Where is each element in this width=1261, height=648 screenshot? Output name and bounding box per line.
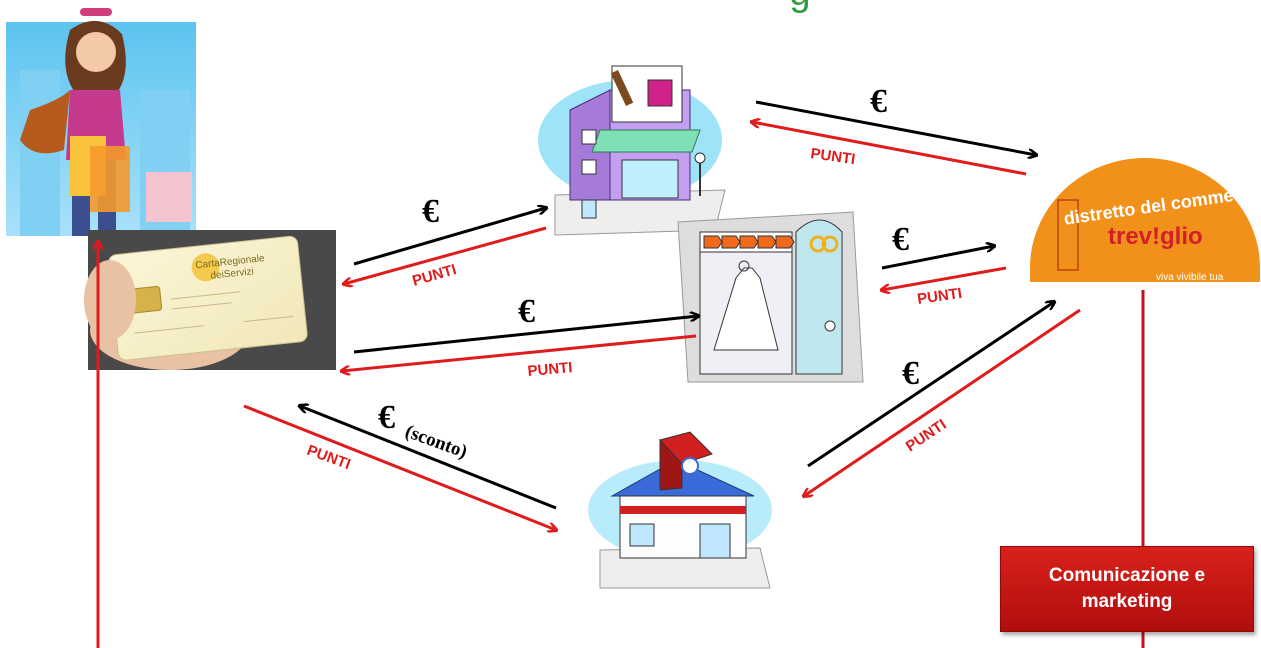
label-shop3-discount: (sconto) [402, 421, 470, 463]
arrow-shop1-to-card-punti [344, 226, 547, 284]
district-logo: distretto del commercio trev!glio viva v… [1030, 158, 1261, 283]
title-fragment: g [740, 0, 860, 12]
card-line2: deiServizi [210, 266, 254, 281]
label-district-shop1-euro: € [870, 83, 887, 120]
bridal-shop-illustration [677, 211, 864, 383]
arrow-district-to-shop3-punti [804, 308, 1081, 496]
book-shop-illustration [588, 431, 772, 589]
card-photo: CartaRegionale deiServizi [84, 230, 336, 370]
arrow-shop2-to-district-euro [881, 246, 994, 270]
arrow-shop3-to-card-euro [300, 406, 557, 510]
label-shop1-punti: PUNTI [410, 261, 458, 290]
marketing-box: Comunicazione e marketing [1000, 546, 1254, 632]
arrow-card-to-shop1-euro [353, 208, 546, 266]
label-district-shop1-punti: PUNTI [809, 145, 856, 168]
arrow-shop3-to-district-euro [807, 302, 1054, 468]
label-shop2-punti: PUNTI [527, 359, 573, 380]
label-district-shop2-euro: € [892, 221, 909, 258]
arrow-district-to-shop2-punti [882, 266, 1007, 290]
label-district-shop3-punti: PUNTI [903, 416, 950, 455]
label-shop3-euro: € [378, 399, 395, 436]
arrow-district-to-shop1-punti [752, 122, 1027, 176]
arrow-card-to-shop2-euro [353, 316, 698, 354]
arrow-card-to-shop3-punti [243, 404, 556, 530]
label-district-shop3-euro: € [902, 355, 919, 392]
district-logo-tagline: viva vivibile tua [1156, 272, 1224, 283]
arrow-shop1-to-district-euro [755, 100, 1036, 155]
shopper-illustration [6, 8, 196, 236]
paint-shop-illustration [538, 65, 726, 236]
label-shop2-euro: € [518, 293, 535, 330]
district-logo-brand: trev!glio [1108, 223, 1203, 250]
label-district-shop2-punti: PUNTI [916, 285, 963, 308]
arrow-shop2-to-card-punti [342, 334, 697, 371]
label-shop1-euro: € [422, 193, 439, 230]
